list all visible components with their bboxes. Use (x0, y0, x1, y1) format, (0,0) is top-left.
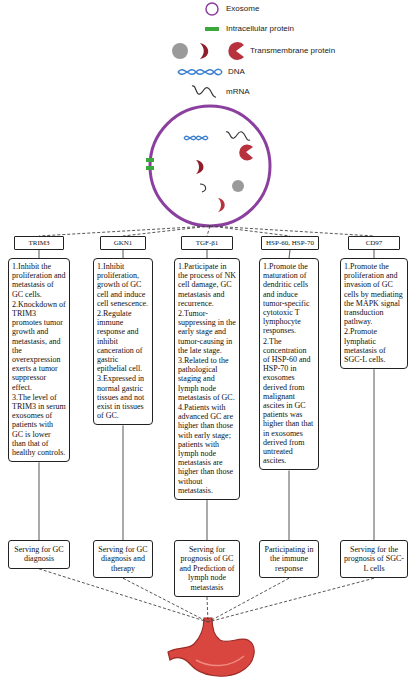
function-text: 1.Promote the maturation of dendritic ce… (263, 262, 315, 336)
exosome-body (150, 106, 270, 226)
protein-symbol (146, 158, 154, 162)
gray-protein-symbol (172, 43, 188, 59)
function-text: 2.Regulate immune response and inhibit c… (97, 309, 149, 373)
function-box: 1.Promote the proliferation and invasion… (340, 258, 408, 369)
exosome-link (123, 226, 210, 236)
pacman-protein-symbol (239, 145, 253, 161)
function-text: 3.Expressed in normal gastric tissues an… (97, 374, 149, 420)
gene-label-box: CD97 (348, 236, 400, 250)
dna-symbol (178, 70, 222, 75)
connector-line (39, 250, 40, 258)
outcome-text: Participating in the immune response (262, 545, 316, 573)
dna-symbol (184, 136, 208, 139)
gene-name: TRIM3 (16, 239, 62, 247)
connector-line (374, 369, 375, 540)
function-box: 1.Promote the maturation of dendritic ce… (259, 258, 319, 470)
function-text: 1.Participate in the process of NK cell … (178, 262, 236, 308)
function-text: 2.Tumor-suppressing in the early stage a… (178, 309, 236, 355)
gene-label-box: TGF-β1 (181, 236, 233, 250)
connector-line (207, 500, 208, 540)
connector-line (123, 250, 124, 258)
dna-symbol (184, 136, 208, 139)
legend-text: mRNA (226, 87, 250, 97)
exosome-link (210, 226, 290, 236)
mrna-symbol (192, 86, 216, 97)
function-text: 1.Inhibit the proliferation and metastas… (12, 262, 66, 299)
stomach-illustration (168, 618, 254, 676)
protein-symbol (205, 27, 219, 31)
crescent-protein-symbol (200, 43, 208, 59)
mrna-symbol (226, 132, 250, 141)
function-text: 3.The level of TRIM3 in serum exosomes o… (12, 393, 66, 457)
exosome-symbol (206, 3, 218, 15)
pacman-protein-symbol (228, 42, 244, 60)
crescent-protein-symbol (196, 160, 204, 174)
outcome-text: Serving for GC diagnosis and therapy (96, 545, 150, 573)
connector-line (289, 470, 290, 540)
gene-label-box: GKN1 (100, 236, 146, 250)
gene-label-box: TRIM3 (14, 236, 64, 250)
stomach-link (207, 597, 208, 622)
outcome-box: Serving for prognosis of GC and Predicti… (174, 540, 240, 597)
outcome-text: Serving for prognosis of GC and Predicti… (177, 545, 237, 592)
connector-line (289, 250, 290, 258)
protein-symbol (146, 166, 154, 170)
outcome-box: Serving for GC diagnosis and therapy (93, 540, 153, 578)
function-text: 1.Promote the proliferation and invasion… (344, 262, 404, 326)
stomach-highlight (196, 656, 244, 666)
gene-name: HSP-60, HSP-70 (263, 239, 317, 247)
gene-label-box: HSP-60, HSP-70 (261, 236, 319, 250)
gene-name: CD97 (350, 239, 398, 247)
mrna-symbol (200, 184, 206, 192)
function-text: 3.Related to the pathological staging an… (178, 356, 236, 402)
exosome-link (39, 226, 210, 236)
crescent-protein-symbol (218, 198, 225, 212)
legend-text: Intracellular protein (226, 24, 294, 34)
outcome-text: Serving for the prognosis of SGC-L cells (343, 545, 405, 573)
gray-protein-symbol (232, 180, 244, 192)
function-box: 1.Participate in the process of NK cell … (174, 258, 240, 500)
outcome-box: Serving for the prognosis of SGC-L cells (340, 540, 408, 578)
legend-text: Transmembrane protein (250, 46, 335, 56)
exosome-link (210, 226, 374, 236)
function-text: 1.Inhibit proliferation, growth of GC ce… (97, 262, 149, 308)
function-text: 4.Patients with advanced GC are higher t… (178, 403, 236, 495)
legend-text: Exosome (226, 4, 259, 14)
function-text: 2.Promote lymphatic metastasis of SGC-L … (344, 327, 404, 364)
outcome-box: Serving for GC diagnosis (8, 540, 70, 569)
exosome-link (207, 226, 210, 236)
outcome-box: Participating in the immune response (259, 540, 319, 578)
function-box: 1.Inhibit proliferation, growth of GC ce… (93, 258, 153, 425)
outcome-text: Serving for GC diagnosis (11, 545, 67, 564)
connector-line (207, 250, 208, 258)
dna-symbol (178, 69, 222, 74)
connector-line (39, 462, 40, 540)
legend-text: DNA (228, 67, 245, 77)
gene-name: TGF-β1 (183, 239, 231, 247)
connector-line (123, 425, 124, 540)
gene-name: GKN1 (102, 239, 144, 247)
function-text: 2.The concentration of HSP-60 and HSP-70… (263, 337, 315, 466)
function-box: 1.Inhibit the proliferation and metastas… (8, 258, 70, 462)
connector-line (374, 250, 375, 258)
function-text: 2.Knockdown of TRIM3 promotes tumor grow… (12, 300, 66, 392)
